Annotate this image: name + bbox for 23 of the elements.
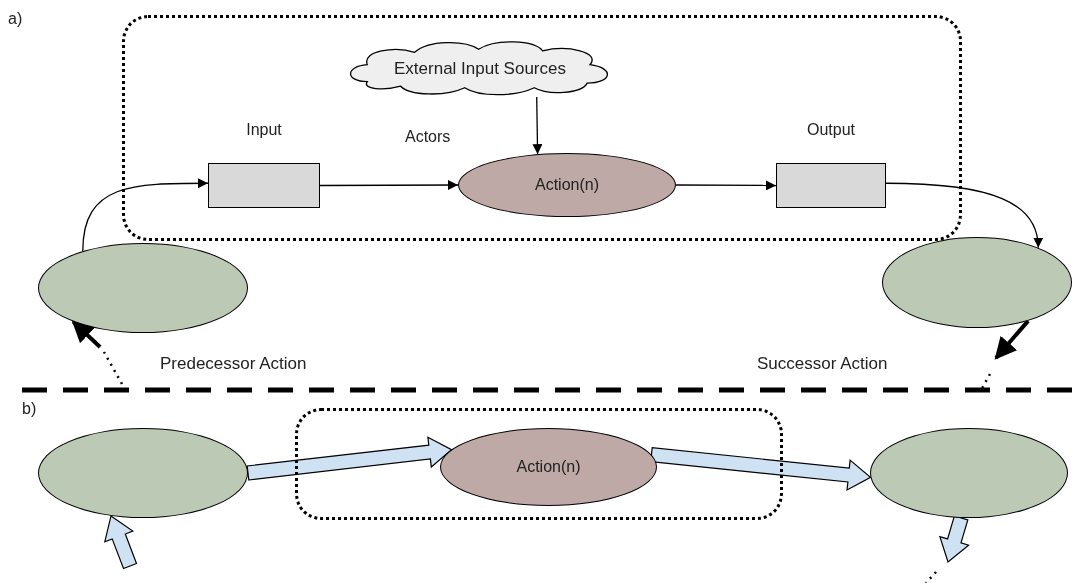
- arrow: [675, 180, 777, 191]
- node-caption: Successor Action: [757, 354, 888, 374]
- box-heading: Output: [807, 121, 855, 139]
- block-arrow: [939, 515, 970, 564]
- ellipse-label: Action(n): [516, 458, 581, 476]
- block-arrow: [650, 447, 872, 492]
- dotted-group-frame: [295, 408, 783, 520]
- block-arrow: [246, 436, 453, 481]
- text-label: Actors: [405, 128, 451, 146]
- dotted-group-frame: [122, 15, 962, 241]
- arrow: [994, 319, 1030, 360]
- text-label: b): [22, 400, 37, 418]
- arrow: [71, 320, 102, 349]
- curved-arrow: [82, 178, 209, 252]
- ellipse-label: Action(n): [535, 176, 599, 194]
- arrow: [319, 180, 459, 191]
- arrow: [532, 96, 543, 155]
- node-caption: Predecessor Action: [160, 354, 307, 374]
- curved-arrow: [885, 182, 1043, 249]
- box-heading: Input: [246, 121, 282, 139]
- cloud-label: External Input Sources: [394, 58, 566, 79]
- block-arrow: [103, 514, 138, 570]
- text-label: a): [8, 10, 23, 28]
